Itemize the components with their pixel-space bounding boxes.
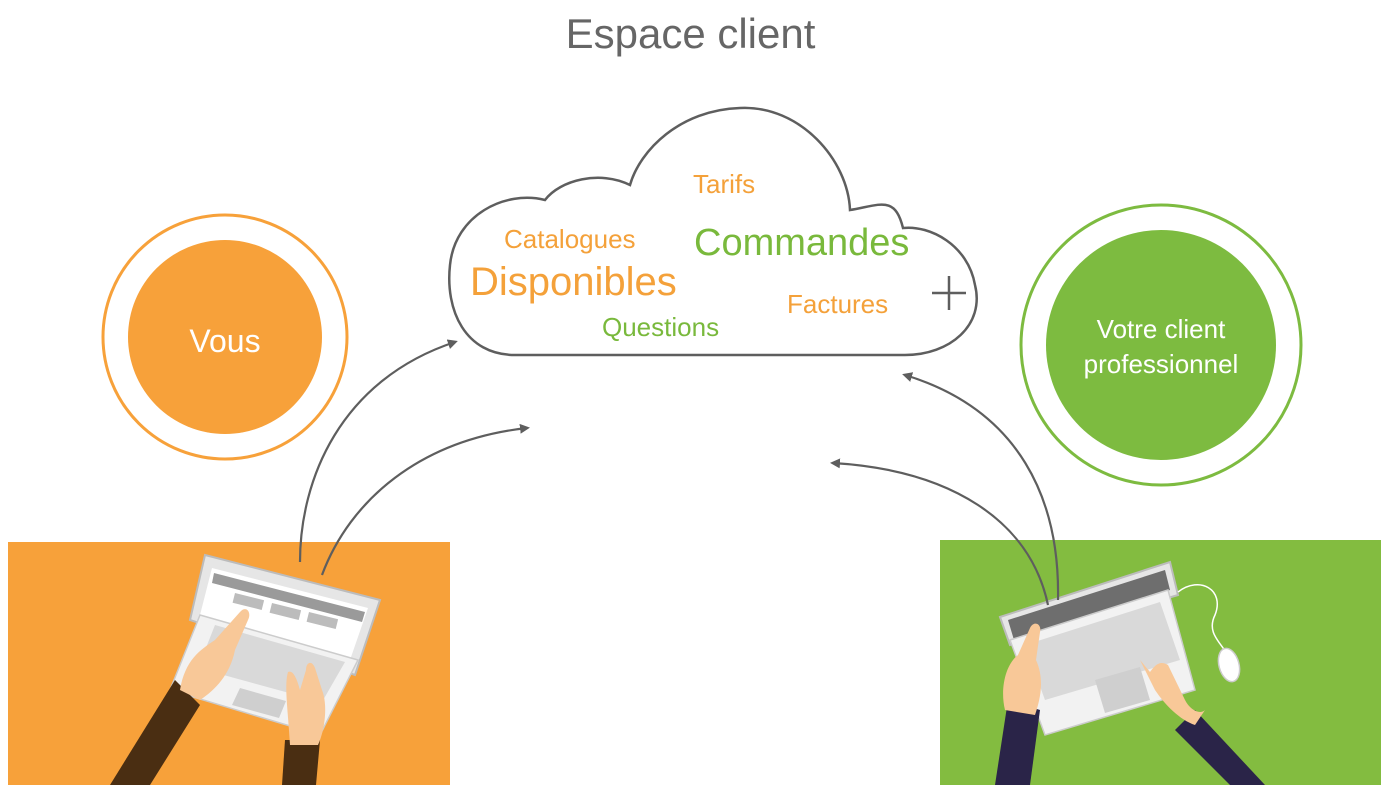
client-label-line1: Votre client [1096, 314, 1226, 344]
word-commandes: Commandes [694, 222, 910, 264]
client-circle [1046, 230, 1276, 460]
page-title: Espace client [565, 10, 816, 57]
word-factures: Factures [787, 289, 889, 319]
client-label: Votre client professionnel [1046, 312, 1276, 382]
arrow-left-to-center [320, 423, 530, 576]
word-disponibles: Disponibles [470, 260, 677, 304]
right-hands-illustration [995, 623, 1265, 785]
arrow-right-to-cloud [902, 372, 1060, 601]
arrow-left-to-cloud [298, 339, 458, 563]
left-hands-illustration [110, 609, 326, 785]
arrow-right-to-center [830, 458, 1050, 606]
cloud-shape [448, 106, 978, 357]
right-laptop-illustration [998, 560, 1241, 736]
you-ring [101, 213, 349, 461]
plus-icon [932, 276, 966, 310]
you-circle [128, 240, 322, 434]
word-questions: Questions [602, 312, 720, 342]
client-ring [1019, 203, 1303, 487]
word-tarifs: Tarifs [693, 169, 756, 199]
client-label-line2: professionnel [1083, 349, 1239, 380]
you-label: Vous [189, 323, 261, 359]
word-catalogues: Catalogues [504, 224, 636, 254]
